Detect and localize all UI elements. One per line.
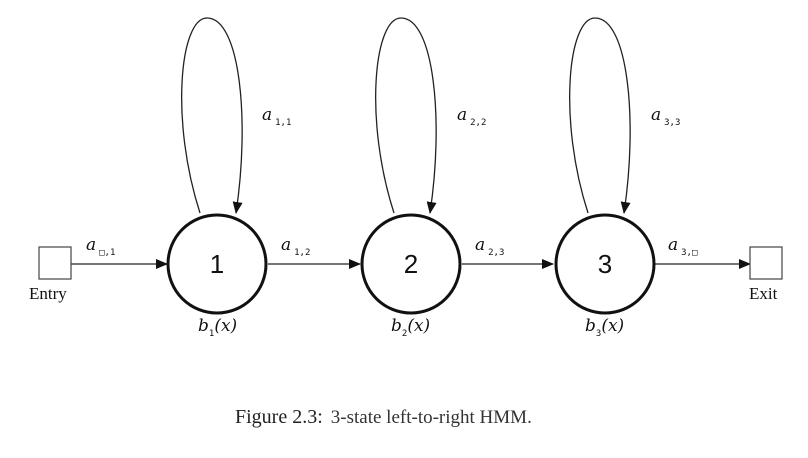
- state-2-circle: [360, 213, 462, 315]
- state-1-circle: [166, 213, 268, 315]
- emission-label-3: b3(x): [585, 316, 624, 339]
- entry-box: [38, 246, 72, 280]
- self-loop-3-edge: [569, 17, 631, 214]
- figure-caption: Figure 2.3:3-state left-to-right HMM.: [235, 406, 532, 428]
- exit-label: Exit: [749, 284, 778, 303]
- emission-label-1: b1(x): [198, 316, 237, 339]
- state-3-number: 3: [598, 249, 612, 279]
- entry-label: Entry: [29, 284, 67, 303]
- state-1-number: 1: [210, 249, 224, 279]
- state-2-number: 2: [404, 249, 418, 279]
- emission-label-2: b2(x): [391, 316, 430, 339]
- self-loop-2-edge: [375, 17, 437, 214]
- exit-box: [749, 246, 783, 280]
- state-3-circle: [554, 213, 656, 315]
- transition-label-entry-1: a□,1: [86, 235, 115, 258]
- self-loop-1-edge: [181, 17, 243, 214]
